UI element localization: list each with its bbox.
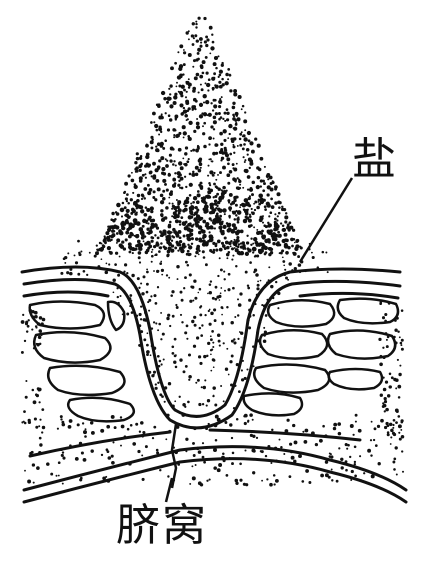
navel-base xyxy=(170,423,178,489)
navel-pointer-line xyxy=(164,477,174,503)
skin-layers xyxy=(20,265,408,504)
salt-in-navel xyxy=(60,238,329,410)
salt-cone xyxy=(95,16,300,257)
salt-pointer-line xyxy=(298,177,354,263)
navel-label: 脐窝 xyxy=(116,500,208,551)
fat-cells xyxy=(28,297,400,423)
salt-label: 盐 xyxy=(352,134,396,185)
